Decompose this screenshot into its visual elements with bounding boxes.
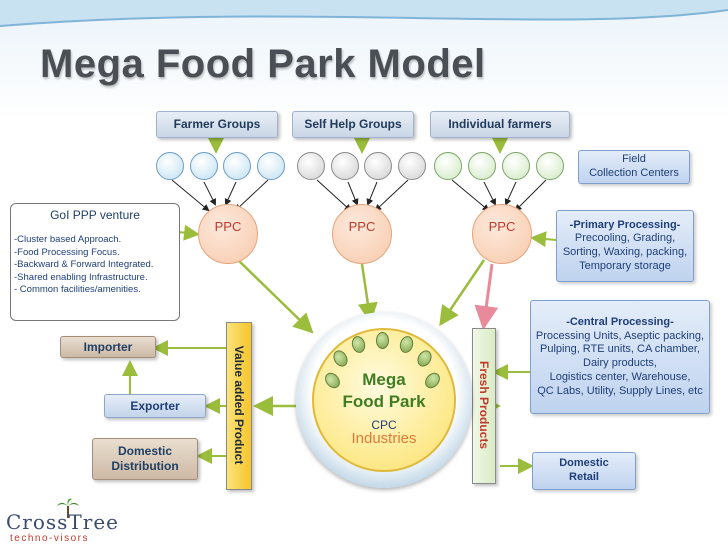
- goi-ppp-line: -Cluster based Approach.: [14, 234, 122, 245]
- center-cpc: CPC: [371, 418, 397, 432]
- leaf-icon: [376, 332, 389, 349]
- central-processing-heading: -Central Processing-: [566, 315, 674, 328]
- goi-ppp-line: -Shared enabling Infrastructure.: [14, 271, 148, 283]
- individual-farmers-label: Individual farmers: [448, 117, 552, 131]
- ppc-label: PPC: [348, 219, 376, 234]
- value-added-product-label: Value added Product: [232, 345, 246, 465]
- self-help-groups-box: Self Help Groups: [292, 111, 414, 138]
- center-mega: Mega: [362, 370, 406, 389]
- header-wave: [0, 0, 728, 27]
- shg-node: [331, 152, 359, 180]
- farmer-groups-box: Farmer Groups: [156, 111, 278, 138]
- goi-ppp-box: GoI PPP venture -Cluster based Approach.…: [10, 203, 180, 321]
- individual-node: [536, 152, 564, 180]
- field-collection-line2: Collection Centers: [589, 167, 679, 179]
- primary-processing-line: Sorting, Waxing, packing,: [562, 246, 688, 258]
- center-food-park: Food Park: [342, 392, 426, 411]
- domestic-distribution-box: Domestic Distribution: [92, 438, 198, 480]
- shg-node: [364, 152, 392, 180]
- central-processing-line: Processing Units, Aseptic packing,: [535, 329, 705, 342]
- primary-processing-line: Temporary storage: [579, 259, 671, 272]
- farmer-node: [257, 152, 285, 180]
- domestic-retail-box: Domestic Retail: [532, 452, 636, 490]
- shg-node: [297, 152, 325, 180]
- field-collection-line1: Field: [622, 153, 646, 166]
- central-processing-line: Dairy products,: [583, 357, 657, 369]
- ppc-circle-shg: PPC: [332, 204, 392, 264]
- goi-ppp-line: -Food Processing Focus.: [14, 246, 120, 258]
- importer-label: Importer: [83, 339, 133, 354]
- field-collection-box: Field Collection Centers: [578, 150, 690, 184]
- ppc-circle-farmer: PPC: [198, 204, 258, 264]
- farmer-node: [190, 152, 218, 180]
- primary-processing-box: -Primary Processing- Precooling, Grading…: [556, 210, 694, 282]
- individual-farmers-box: Individual farmers: [430, 111, 570, 138]
- palm-tree-icon: [57, 498, 79, 518]
- farmer-groups-label: Farmer Groups: [173, 117, 261, 131]
- page-title: Mega Food Park Model: [40, 42, 486, 86]
- center-industries: Industries: [351, 430, 417, 447]
- crosstree-logo: CrossTree techno-visors: [6, 498, 136, 546]
- farmer-node: [156, 152, 184, 180]
- central-processing-line: Pulping, RTE units, CA chamber,: [540, 343, 700, 356]
- individual-node: [502, 152, 530, 180]
- individual-node: [468, 152, 496, 180]
- domestic-retail-line1: Domestic: [559, 457, 609, 470]
- shg-node: [398, 152, 426, 180]
- logo-wordmark: CrossTree: [6, 510, 120, 534]
- self-help-groups-label: Self Help Groups: [304, 117, 402, 131]
- primary-processing-heading: -Primary Processing-: [569, 218, 681, 231]
- goi-ppp-line: - Common facilities/amenities.: [14, 284, 141, 295]
- ppc-label: PPC: [214, 219, 242, 234]
- ppc-label: PPC: [488, 219, 516, 234]
- domestic-retail-line2: Retail: [569, 471, 599, 483]
- value-added-product-bar: [226, 322, 252, 490]
- fresh-products-bar: [472, 328, 496, 484]
- exporter-box: Exporter: [104, 394, 206, 418]
- primary-processing-line: Precooling, Grading,: [574, 232, 676, 245]
- central-processing-line: Logistics center, Warehouse,: [549, 370, 691, 383]
- logo-tagline: techno-visors: [10, 533, 89, 544]
- fresh-products-label: Fresh Products: [477, 360, 491, 450]
- domestic-distribution-line1: Domestic: [117, 444, 173, 458]
- goi-ppp-line: -Backward & Forward Integrated.: [14, 259, 154, 270]
- ppc-circle-individual: PPC: [472, 204, 532, 264]
- importer-box: Importer: [60, 336, 156, 358]
- individual-node: [434, 152, 462, 180]
- exporter-label: Exporter: [130, 398, 180, 413]
- central-processing-box: -Central Processing- Processing Units, A…: [530, 300, 710, 414]
- central-processing-line: QC Labs, Utility, Supply Lines, etc: [537, 384, 703, 397]
- goi-ppp-heading: GoI PPP venture: [50, 208, 140, 222]
- farmer-node: [223, 152, 251, 180]
- domestic-distribution-line2: Distribution: [111, 459, 179, 473]
